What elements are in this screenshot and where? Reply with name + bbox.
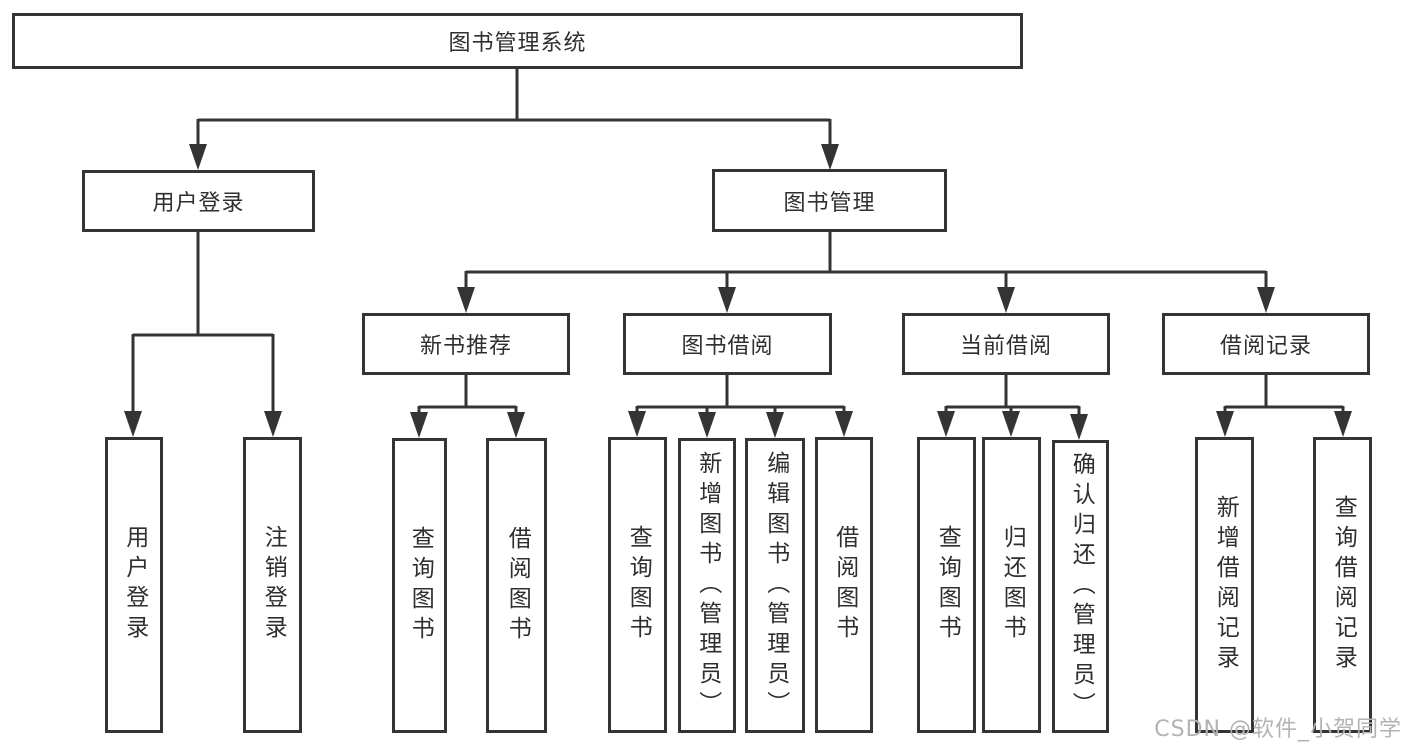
- leaf-nbr-query-books: 查询图书: [392, 438, 447, 733]
- node-root-label: 图书管理系统: [448, 31, 587, 56]
- leaf-user-login: 用户登录: [105, 437, 163, 733]
- connector-book-mgmt-to-level3: [457, 232, 1275, 313]
- node-borrow-record: 借阅记录: [1162, 313, 1370, 375]
- leaf-nbr-borrow-books: 借阅图书: [486, 438, 547, 733]
- leaf-bb-add-books-admin-label: 新增图书（管理员）: [694, 450, 721, 721]
- node-user-login: 用户登录: [82, 170, 315, 232]
- node-book-borrow-label: 图书借阅: [681, 334, 774, 359]
- leaf-br-add-record: 新增借阅记录: [1195, 437, 1254, 733]
- leaf-cb-return-books: 归还图书: [982, 437, 1041, 733]
- connector-borrow-record-to-leaves: [1216, 375, 1352, 437]
- leaf-user-login-label: 用户登录: [121, 525, 148, 645]
- leaf-nbr-query-books-label: 查询图书: [407, 525, 434, 646]
- leaf-br-query-record-label: 查询借阅记录: [1330, 495, 1357, 675]
- leaf-cb-query-books-label: 查询图书: [934, 525, 961, 645]
- leaf-bb-edit-books-admin-label: 编辑图书（管理员）: [762, 450, 789, 721]
- leaf-bb-borrow-books-label: 借阅图书: [831, 525, 858, 645]
- node-current-borrow: 当前借阅: [902, 313, 1110, 375]
- leaf-br-add-record-label: 新增借阅记录: [1212, 495, 1239, 675]
- csdn-watermark: CSDN @软件_小贺同学: [1154, 717, 1402, 742]
- leaf-bb-query-books: 查询图书: [608, 437, 667, 733]
- connector-root-to-level2: [189, 69, 839, 170]
- leaf-bb-query-books-label: 查询图书: [625, 525, 652, 645]
- connector-current-borrow-to-leaves: [937, 375, 1088, 440]
- node-borrow-record-label: 借阅记录: [1219, 334, 1312, 359]
- node-book-borrow: 图书借阅: [623, 313, 832, 375]
- leaf-cb-confirm-return-admin-label: 确认归还（管理员）: [1068, 451, 1095, 722]
- connector-book-borrow-to-leaves: [628, 375, 853, 438]
- leaf-bb-borrow-books: 借阅图书: [815, 437, 873, 733]
- node-book-mgmt-label: 图书管理: [783, 190, 876, 216]
- connector-new-book-rec-to-leaves: [410, 375, 525, 438]
- node-root: 图书管理系统: [12, 13, 1023, 69]
- leaf-nbr-borrow-books-label: 借阅图书: [504, 525, 531, 646]
- node-user-login-label: 用户登录: [152, 191, 245, 216]
- leaf-logout-label: 注销登录: [260, 525, 287, 645]
- node-current-borrow-label: 当前借阅: [959, 334, 1052, 359]
- leaf-logout: 注销登录: [243, 437, 302, 733]
- leaf-cb-query-books: 查询图书: [917, 437, 976, 733]
- connector-user-login-to-leaves: [124, 232, 282, 437]
- leaf-br-query-record: 查询借阅记录: [1313, 437, 1372, 733]
- node-new-book-rec-label: 新书推荐: [419, 334, 512, 359]
- leaf-bb-add-books-admin: 新增图书（管理员）: [678, 438, 736, 733]
- node-new-book-rec: 新书推荐: [362, 313, 570, 375]
- node-book-mgmt: 图书管理: [712, 169, 947, 232]
- leaf-bb-edit-books-admin: 编辑图书（管理员）: [745, 438, 805, 733]
- leaf-cb-return-books-label: 归还图书: [999, 525, 1026, 645]
- leaf-cb-confirm-return-admin: 确认归还（管理员）: [1052, 440, 1109, 733]
